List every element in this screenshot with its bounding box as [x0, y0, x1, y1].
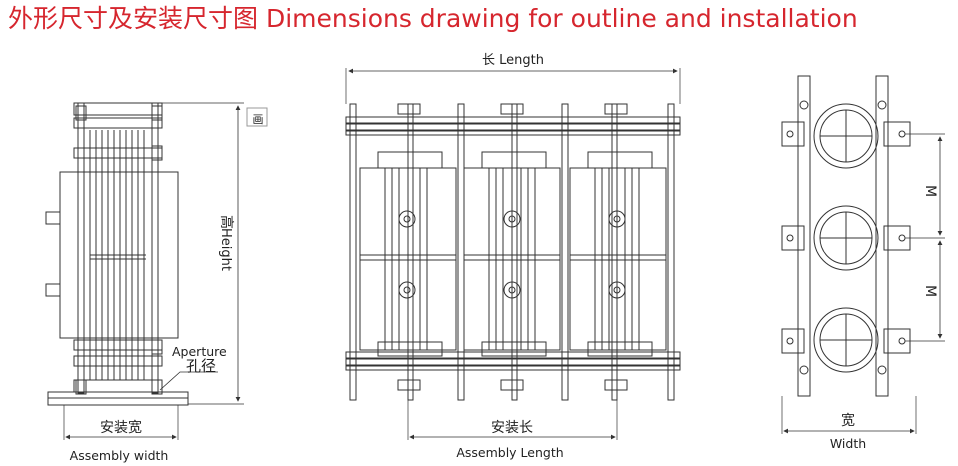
- page-title: 外形尺寸及安装尺寸图 Dimensions drawing for outlin…: [8, 4, 858, 33]
- corner-icon-box: [246, 107, 268, 127]
- assembly-width-cn: 安装宽: [100, 419, 142, 436]
- terminal-top: [45, 211, 61, 225]
- height-label-en: Height: [218, 228, 233, 271]
- assembly-length-cn: 安装长: [491, 420, 533, 436]
- height-label-cn: 高: [218, 215, 235, 229]
- assembly-length-en: Assembly Length: [456, 445, 563, 460]
- width-en: Width: [830, 436, 866, 451]
- top-view: [781, 75, 945, 434]
- width-cn: 宽: [841, 412, 855, 429]
- coil-side: [59, 171, 179, 339]
- corner-glyph: 画: [253, 113, 264, 126]
- terminal-bottom: [45, 283, 61, 297]
- aperture-label-en: Aperture: [172, 344, 227, 359]
- front-view: [345, 68, 681, 440]
- m-label-2: M: [922, 285, 938, 297]
- length-label: 长 Length: [482, 53, 544, 68]
- coil-3: [569, 167, 667, 351]
- aperture-label-cn: 孔径: [186, 357, 216, 375]
- assembly-width-en: Assembly width: [70, 448, 169, 463]
- m-label-1: M: [922, 185, 938, 197]
- side-view: [45, 102, 268, 440]
